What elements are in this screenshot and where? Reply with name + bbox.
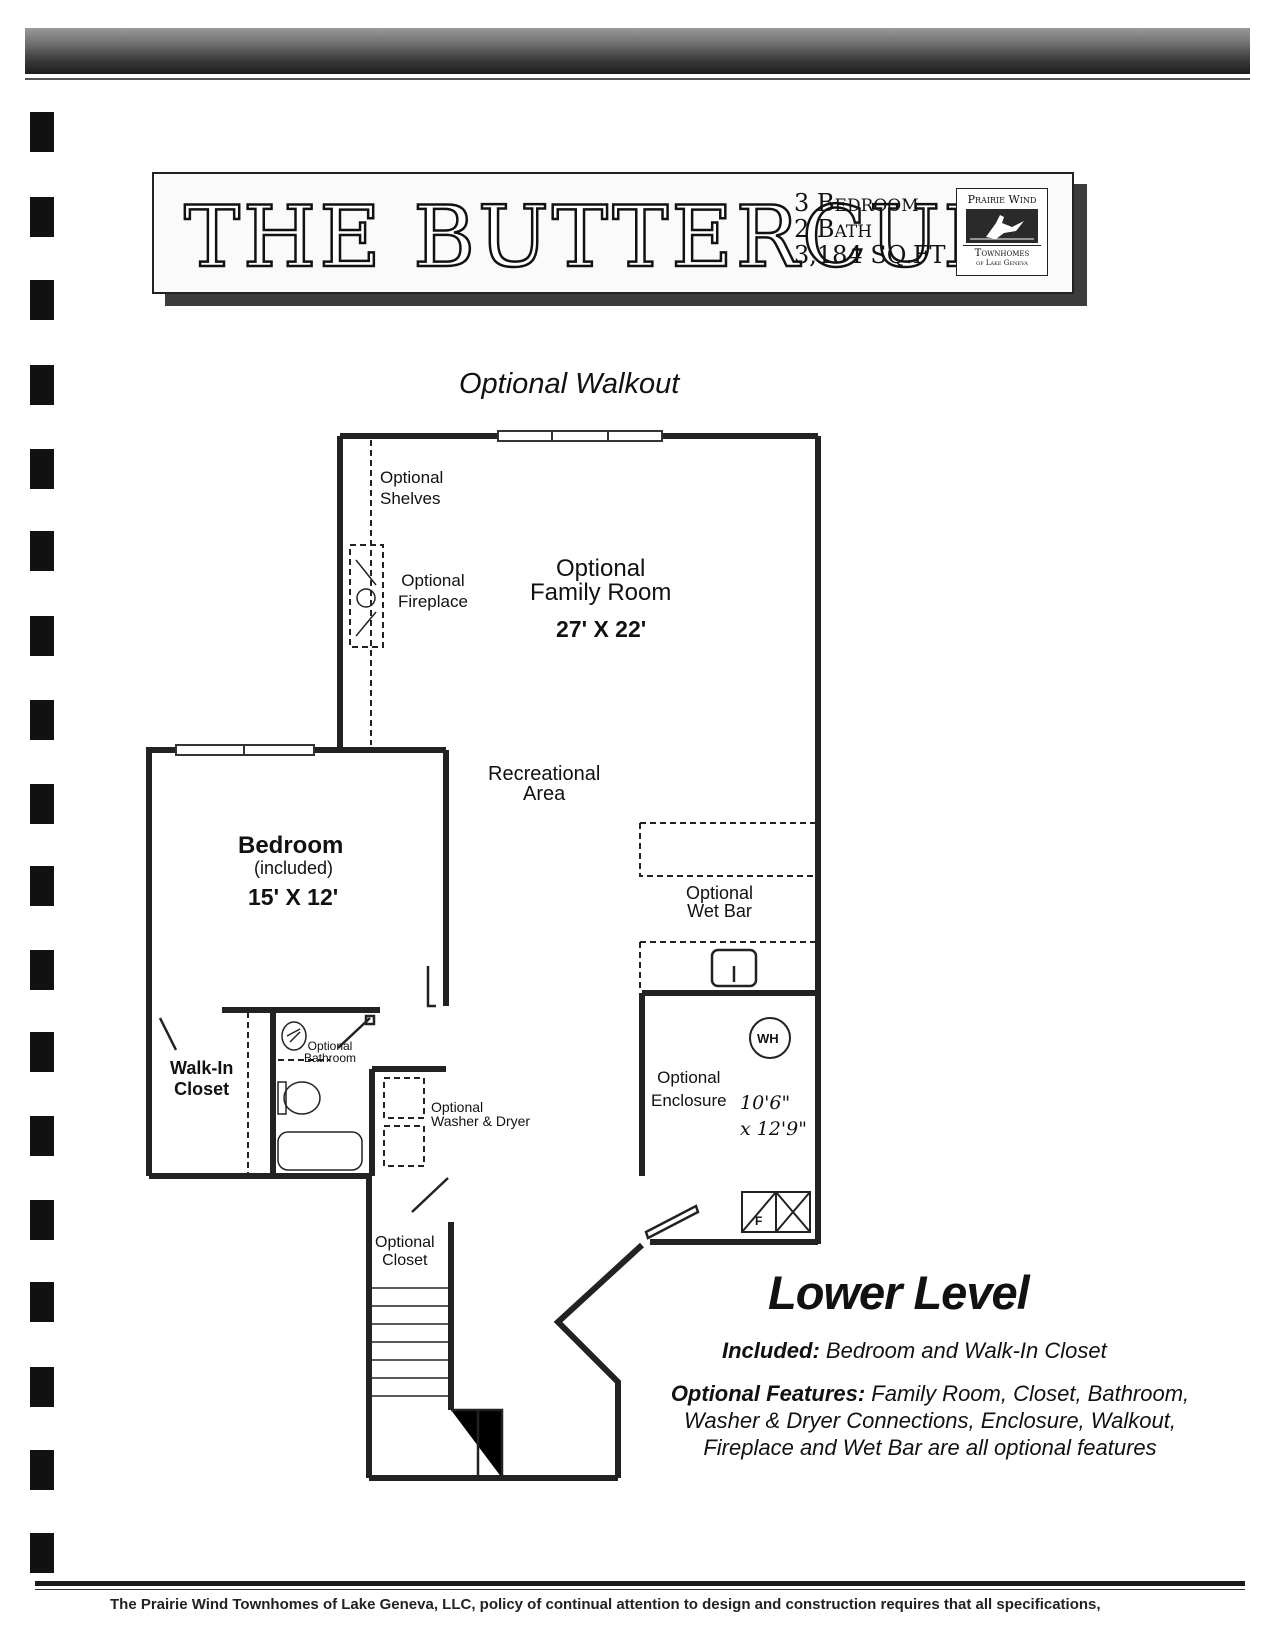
logo-top-text: Prairie Wind (967, 193, 1037, 206)
stair-closet-label: Optional Closet (375, 1234, 435, 1269)
fireplace-outline (349, 544, 384, 648)
toilet-icon (283, 1081, 321, 1115)
door-bedroom (426, 966, 436, 1008)
binder-punch (30, 1367, 54, 1407)
optional-text: Family Room, Closet, Bathroom, Washer & … (684, 1381, 1190, 1460)
bath-sink-icon (281, 1021, 307, 1051)
door-bath (337, 1017, 371, 1049)
walk-in-closet-label: Walk-In Closet (170, 1058, 234, 1099)
optional-features-note: Optional Features: Family Room, Closet, … (660, 1380, 1200, 1461)
wet-bar-label: Optional Wet Bar (686, 883, 754, 921)
binder-punch (30, 197, 54, 237)
door-closet (158, 1017, 178, 1051)
door-enclosure (644, 1204, 700, 1240)
title-banner: THE BUTTERCUP 3 Bedroom 2 Bath 3,184 SQ.… (152, 172, 1074, 294)
binder-punch (30, 449, 54, 489)
wet-bar-sink-icon (710, 948, 758, 988)
bottom-rule-thin (35, 1589, 1245, 1590)
handwritten-enclosure-dims: 10'6" x 12'9" (740, 1092, 807, 1140)
spec-baths: 2 Bath (794, 215, 873, 243)
included-note: Included: Bedroom and Walk-In Closet (722, 1338, 1107, 1364)
fireplace-label: Optional Fireplace (398, 571, 468, 611)
top-header-band (25, 28, 1250, 74)
bathroom-label: Optional Bathroom (304, 1039, 357, 1065)
family-room-dims: 27' X 22' (556, 616, 647, 642)
binder-punch (30, 280, 54, 320)
binder-punch (30, 1533, 54, 1573)
binder-punch (30, 866, 54, 906)
window-walkout (497, 430, 663, 442)
washer-dryer-label: Optional Washer & Dryer (431, 1099, 531, 1129)
logo-sub-text: of Lake Geneva (976, 259, 1028, 267)
binder-punch (30, 1032, 54, 1072)
water-heater-icon (749, 1017, 791, 1059)
binder-punch (30, 950, 54, 990)
binder-punch (30, 1200, 54, 1240)
enclosure-label: Optional Enclosure (651, 1068, 727, 1110)
shelves-label: Optional Shelves (380, 468, 444, 508)
top-rule (25, 78, 1250, 80)
plan-specs: 3 Bedroom 2 Bath 3,184 SQ.FT (794, 190, 946, 268)
door-stair-closet (411, 1177, 449, 1213)
included-text: Bedroom and Walk-In Closet (825, 1338, 1107, 1363)
stair-landing (451, 1408, 504, 1478)
wet-bar-counter-top (639, 822, 818, 877)
walkout-label: Optional Walkout (459, 368, 680, 400)
bottom-rule (35, 1581, 1245, 1586)
binder-punch (30, 531, 54, 571)
furnace-label: F (755, 1214, 763, 1228)
dryer-outline (383, 1125, 425, 1167)
binder-punch (30, 616, 54, 656)
optional-label: Optional Features: (670, 1381, 866, 1406)
included-label: Included: (722, 1338, 820, 1363)
spec-bedrooms: 3 Bedroom (794, 189, 919, 217)
binder-punch (30, 1450, 54, 1490)
prairie-wind-logo: Prairie Wind Townhomes of Lake Geneva (956, 188, 1048, 276)
bathtub-icon (277, 1131, 363, 1171)
bedroom-dims: 15' X 12' (248, 884, 339, 910)
heron-icon (966, 209, 1038, 243)
fireplace-icon (356, 588, 376, 608)
binder-punch (30, 112, 54, 152)
water-heater-label: WH (757, 1031, 779, 1046)
binder-punch (30, 700, 54, 740)
washer-outline (383, 1077, 425, 1119)
binder-punch (30, 365, 54, 405)
plan-title: THE BUTTERCUP (183, 187, 1003, 288)
bedroom-note: (included) (254, 858, 334, 878)
binder-punch (30, 1282, 54, 1322)
logo-bottom-text: Townhomes (963, 245, 1041, 259)
binder-punch (30, 1116, 54, 1156)
rec-area-label: Recreational Area (488, 763, 601, 805)
bedroom-label: Bedroom (238, 832, 344, 859)
family-room-label: Optional Family Room (530, 555, 672, 606)
footer-disclaimer: The Prairie Wind Townhomes of Lake Genev… (110, 1596, 1101, 1613)
spec-sqft: 3,184 SQ.FT (794, 241, 946, 269)
wet-bar-counter-bottom (639, 941, 818, 990)
lower-level-heading: Lower Level (768, 1266, 1030, 1319)
wall-angle-right (553, 1242, 645, 1478)
binder-punch (30, 784, 54, 824)
